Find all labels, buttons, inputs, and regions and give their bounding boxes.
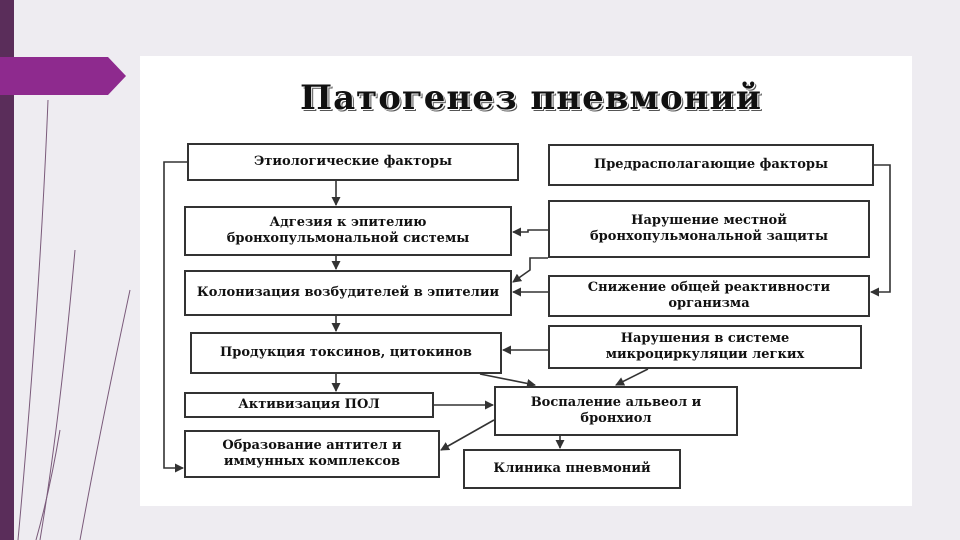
box-microcirculation: Нарушения в системе микроциркуляции легк…: [548, 325, 862, 369]
diagram-title: Патогенез пневмоний: [300, 78, 810, 122]
box-local-defense: Нарушение местной бронхопульмональной за…: [548, 200, 870, 258]
box-toxins: Продукция токсинов, цитокинов: [190, 332, 502, 374]
box-colonization: Колонизация возбудителей в эпителии: [184, 270, 512, 316]
box-predisposing-factors: Предрасполагающие факторы: [548, 144, 874, 186]
box-adhesion: Адгезия к эпителию бронхопульмональной с…: [184, 206, 512, 256]
accent-tab-arrow: [0, 0, 130, 540]
box-inflammation: Воспаление альвеол и бронхиол: [494, 386, 738, 436]
box-clinic: Клиника пневмоний: [463, 449, 681, 489]
box-pol-activation: Активизация ПОЛ: [184, 392, 434, 418]
box-etiologic-factors: Этиологические факторы: [187, 143, 519, 181]
box-antibodies: Образование антител и иммунных комплексо…: [184, 430, 440, 478]
box-reactivity: Снижение общей реактивности организма: [548, 275, 870, 317]
